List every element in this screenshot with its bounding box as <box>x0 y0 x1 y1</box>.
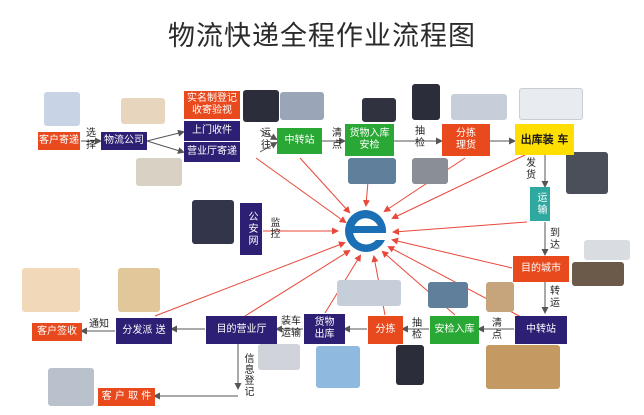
printer-illustration <box>258 344 300 370</box>
node-customer-pickup: 客 户 取 件 <box>98 388 155 406</box>
truck-illustration <box>519 88 583 120</box>
label-monitor: 监控 <box>268 217 279 239</box>
label-sample-check: 抽 检 <box>415 126 425 149</box>
node-customer-sign: 客户签收 <box>32 323 82 341</box>
label-load-transport: 装车 运输 <box>281 316 301 339</box>
label-transship: 转 运 <box>550 286 560 309</box>
node-real-name-registration: 实名制登记 收寄验视 <box>184 91 240 119</box>
scanner-photo <box>428 282 468 308</box>
warehouse-photo <box>412 158 448 184</box>
node-transport: 运输 <box>530 187 550 221</box>
label-notify: 通知 <box>89 319 109 330</box>
office-illustration <box>280 92 324 120</box>
conveyor-illustration <box>451 94 507 120</box>
node-destination-city: 目的城市 <box>513 256 569 282</box>
node-branch-send: 营业厅寄递 <box>184 142 240 162</box>
node-customer-send: 客户寄递 <box>38 132 80 150</box>
scooter-illustration <box>48 368 94 406</box>
delivery-man-illustration <box>118 268 160 312</box>
node-goods-out: 货物 出库 <box>304 314 345 344</box>
police-officer-desk-illustration <box>192 200 234 244</box>
packages-illustration <box>486 345 560 389</box>
workers-illustration <box>486 282 514 312</box>
police-officer-illustration-3 <box>396 345 424 385</box>
node-destination-branch: 目的营业厅 <box>206 316 277 344</box>
node-door-pickup: 上门收件 <box>184 121 240 141</box>
mailbox-illustration <box>44 92 80 126</box>
conveyor-scanner-photo <box>348 158 396 184</box>
node-police-network: 公安网 <box>240 203 262 255</box>
node-sorting-1: 分拣 理货 <box>442 124 490 156</box>
node-sorting-2: 分拣 <box>368 316 403 344</box>
label-ship: 发 货 <box>526 158 536 181</box>
label-select: 选 择 <box>86 128 96 151</box>
customer-signing-illustration <box>22 268 80 312</box>
label-arrive: 到 达 <box>550 228 560 251</box>
label-checkpoint: 清 点 <box>332 128 342 151</box>
police-officer-illustration <box>243 90 279 122</box>
e-logo-icon <box>345 209 387 252</box>
conveyor-illustration-2 <box>337 280 401 306</box>
cargo-photo <box>572 262 624 286</box>
node-outbound-loading: 出库装 车 <box>515 124 574 155</box>
forklift-illustration <box>316 346 360 388</box>
node-security-in: 安检入库 <box>430 316 479 344</box>
page-title: 物流快递全程作业流程图 <box>168 21 476 52</box>
loading-photo <box>566 152 608 194</box>
node-transfer-station-2: 中转站 <box>515 316 567 344</box>
node-goods-in-security: 货物入库 安检 <box>345 124 394 156</box>
node-dispatch: 分发派 送 <box>116 318 172 344</box>
label-transport-to: 运 往 <box>261 128 271 151</box>
parcels-illustration <box>136 158 182 186</box>
security-guard-illustration <box>362 98 396 122</box>
label-info-register: 信息登记 <box>242 353 253 397</box>
label-checkpoint-2: 清 点 <box>492 318 502 341</box>
node-logistics-company: 物流公司 <box>101 132 147 150</box>
police-officer-illustration-2 <box>412 84 440 120</box>
airplane-illustration <box>584 240 630 260</box>
label-sample-check-2: 抽 检 <box>412 318 422 341</box>
node-transfer-station-1: 中转站 <box>277 128 322 154</box>
courier-illustration <box>121 98 165 124</box>
